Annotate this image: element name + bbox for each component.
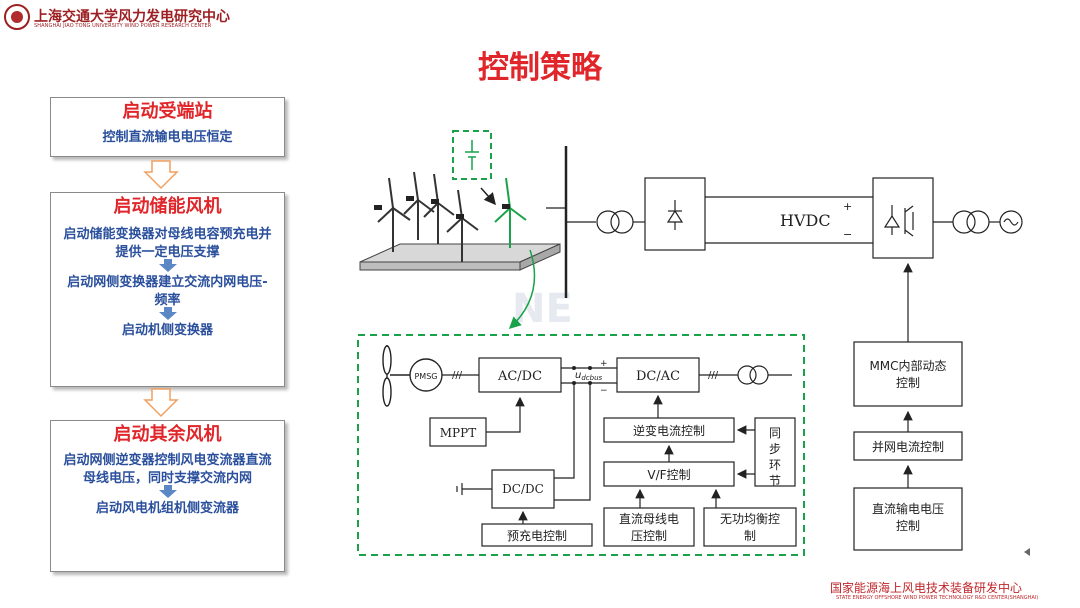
orange-down-arrow bbox=[143, 160, 179, 190]
turbine-rotor-icon bbox=[382, 345, 392, 407]
transformer-icon bbox=[952, 210, 990, 234]
sync-char-2: 步 bbox=[769, 442, 781, 456]
step-text: 控制直流输电电压恒定 bbox=[102, 130, 233, 145]
logo-subtitle: SHANGHAI JIAO TONG UNIVERSITY WIND POWER… bbox=[34, 23, 212, 29]
wind-turbine-icon bbox=[446, 189, 479, 262]
pmsg-label: PMSG bbox=[414, 372, 437, 381]
dc-voltage-line-2: 控制 bbox=[896, 519, 920, 533]
step-text: 启动网侧逆变器控制风电变流器直流母线电压，同时支撑交流内网 bbox=[63, 453, 272, 486]
blue-down-arrow bbox=[158, 264, 177, 272]
svg-text:///: /// bbox=[452, 370, 463, 381]
wind-farm-platform bbox=[359, 243, 561, 271]
inverter-current-control-label: 逆变电流控制 bbox=[633, 423, 705, 438]
mmc-internal-line-2: 控制 bbox=[896, 376, 920, 390]
inverter-current-control-block bbox=[603, 417, 735, 443]
precharge-control-label: 预充电控制 bbox=[507, 528, 567, 543]
dc-bus-ctrl-line-1: 直流母线电 bbox=[619, 512, 679, 526]
mmc-internal-line-1: MMC内部动态 bbox=[869, 358, 946, 373]
acdc-converter-block bbox=[478, 357, 562, 393]
battery-icon bbox=[465, 140, 479, 170]
mmc-internal-dynamic-control-block bbox=[853, 341, 963, 407]
udc-symbol: u bbox=[575, 370, 581, 381]
dc-bus-voltage-control-block bbox=[603, 507, 695, 547]
synchronization-block bbox=[754, 417, 796, 487]
vf-control-label: V/F控制 bbox=[647, 468, 690, 482]
plus-sign: + bbox=[600, 359, 608, 369]
page-title: 控制策略 bbox=[478, 50, 602, 86]
step-start-storage-turbine: 启动储能风机 启动储能变换器对母线电容预充电并提供一定电压支撑 启动网侧变换器建… bbox=[50, 192, 285, 387]
mmc-internal-dynamic-control-label: MMC内部动态控制 bbox=[869, 358, 946, 390]
storage-turbine-detail-box bbox=[357, 334, 805, 556]
transformer-icon bbox=[737, 365, 769, 385]
dcac-label: DC/AC bbox=[636, 369, 680, 384]
reactive-line-1: 无功均衡控 bbox=[720, 512, 780, 526]
step-title: 启动储能风机 bbox=[113, 196, 222, 217]
footer-center-name: 国家能源海上风电技术装备研发中心 bbox=[830, 581, 1023, 595]
ac-grid-source-icon bbox=[999, 210, 1023, 234]
sync-char-3: 环 bbox=[769, 458, 781, 472]
storage-battery-box bbox=[452, 130, 492, 180]
step-text: 启动机侧变换器 bbox=[121, 323, 213, 338]
mppt-label: MPPT bbox=[440, 426, 476, 440]
step-start-receiving-station: 启动受端站 控制直流输电电压恒定 bbox=[50, 97, 285, 157]
dc-voltage-control-block bbox=[853, 487, 963, 551]
mmc-inverter-block bbox=[872, 177, 934, 259]
step-start-other-turbines: 启动其余风机 启动网侧逆变器控制风电变流器直流母线电压，同时支撑交流内网 启动风… bbox=[50, 420, 285, 572]
transformer-icon bbox=[596, 210, 634, 234]
sync-char-4: 节 bbox=[769, 474, 781, 488]
reactive-power-balance-control-block bbox=[703, 507, 797, 547]
orange-down-arrow bbox=[143, 388, 179, 418]
reactive-power-balance-label: 无功均衡控制 bbox=[720, 512, 780, 543]
wind-turbine-icon bbox=[423, 173, 455, 244]
university-seal-icon bbox=[4, 4, 30, 30]
battery-icon bbox=[456, 483, 492, 495]
dc-voltage-line-1: 直流输电电压 bbox=[872, 501, 944, 516]
dc-bus-voltage-label: udcbus bbox=[575, 370, 603, 382]
step-title: 启动其余风机 bbox=[113, 424, 222, 445]
minus-sign: − bbox=[843, 228, 852, 241]
dc-voltage-control-label: 直流输电电压控制 bbox=[872, 501, 944, 533]
wind-turbine-icon bbox=[403, 171, 435, 240]
svg-text:///: /// bbox=[708, 370, 719, 381]
grid-current-control-label: 并网电流控制 bbox=[872, 440, 944, 454]
dcdc-converter-block bbox=[491, 469, 555, 509]
minus-sign: − bbox=[600, 386, 608, 396]
step-title: 启动受端站 bbox=[122, 101, 213, 122]
blue-down-arrow bbox=[158, 312, 177, 320]
dc-bus-voltage-control-label: 直流母线电压控制 bbox=[619, 512, 679, 543]
acdc-label: AC/DC bbox=[497, 369, 542, 384]
logo-text: 上海交通大学风力发电研究中心 bbox=[34, 9, 230, 25]
blue-down-arrow bbox=[158, 490, 177, 498]
dcdc-label: DC/DC bbox=[502, 482, 544, 496]
synchronization-label: 同步环节 bbox=[769, 426, 781, 488]
wind-turbine-icon bbox=[377, 177, 411, 252]
footer-center-name-en: STATE ENERGY OFFSHORE WIND POWER TECHNOL… bbox=[836, 595, 1039, 601]
sync-char-1: 同 bbox=[769, 426, 781, 440]
step-text: 启动网侧变换器建立交流内网电压-频率 bbox=[67, 275, 268, 308]
precharge-control-block bbox=[481, 523, 593, 547]
udc-subscript: dcbus bbox=[581, 374, 602, 382]
watermark: NE bbox=[512, 286, 573, 332]
reactive-line-2: 制 bbox=[744, 529, 756, 543]
dc-bus-ctrl-line-2: 压控制 bbox=[631, 529, 667, 543]
step-text: 启动风电机组机侧变流器 bbox=[95, 501, 239, 516]
step-text: 启动储能变换器对母线电容预充电并提供一定电压支撑 bbox=[63, 227, 272, 260]
plus-sign: + bbox=[843, 200, 852, 213]
storage-wind-turbine-icon bbox=[494, 177, 527, 248]
hvdc-label: HVDC bbox=[780, 211, 831, 230]
